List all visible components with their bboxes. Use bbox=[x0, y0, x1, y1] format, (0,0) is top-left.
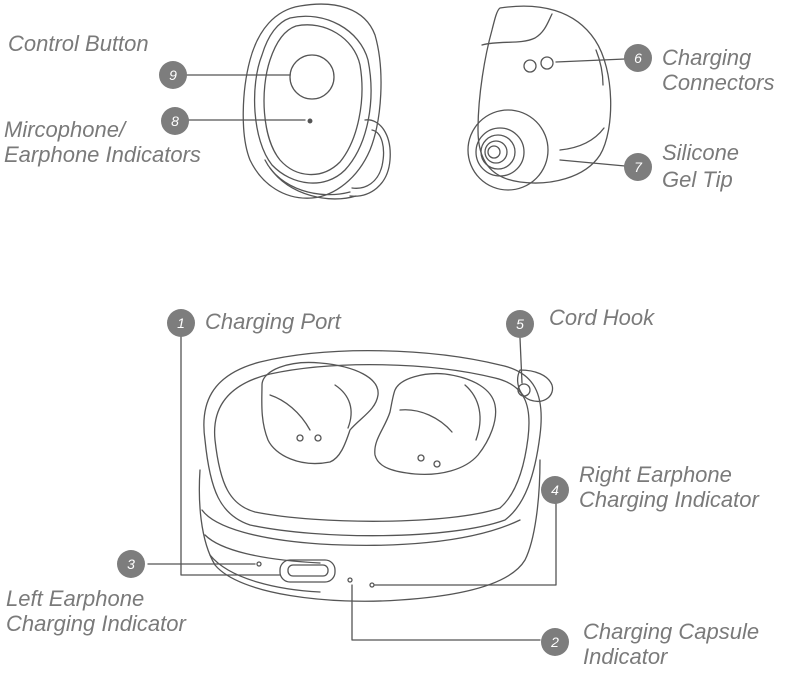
callout-label-7-line1: Silicone bbox=[662, 140, 740, 165]
control-button-illustration bbox=[289, 54, 335, 100]
silicone-tip-outer bbox=[467, 109, 549, 191]
callout-label-6-line1: Charging bbox=[662, 45, 752, 70]
callout-badge-1: 1 bbox=[167, 309, 195, 337]
callout-label-5: Cord Hook bbox=[549, 305, 655, 330]
earbud-front-illustration bbox=[242, 3, 391, 200]
callout-badge-7: 7 bbox=[624, 153, 652, 181]
callout-label-7-line2: Gel Tip bbox=[662, 167, 733, 192]
callout-badge-6: 6 bbox=[624, 44, 652, 72]
callout-label-1: Charging Port bbox=[205, 309, 341, 334]
callout-label-9: Control Button bbox=[8, 31, 149, 56]
callout-label-2-line1: Charging Capsule bbox=[583, 619, 760, 644]
callout-label-3-line2: Charging Indicator bbox=[6, 611, 186, 636]
callout-badge-9: 9 bbox=[159, 61, 187, 89]
callout-label-4-line2: Charging Indicator bbox=[579, 487, 759, 512]
charging-connector-right bbox=[540, 56, 554, 70]
callout-label-3-line1: Left Earphone bbox=[6, 586, 145, 611]
charging-port-illustration bbox=[279, 559, 336, 583]
callout-label-8-line1: Mircophone/ bbox=[4, 117, 126, 142]
callout-label-2-line2: Indicator bbox=[583, 644, 668, 669]
callout-badge-8: 8 bbox=[161, 107, 189, 135]
callout-badge-2: 2 bbox=[541, 628, 569, 656]
callout-badge-4: 4 bbox=[541, 476, 569, 504]
earbud-back-illustration bbox=[467, 5, 612, 191]
leader-lines bbox=[147, 58, 626, 641]
callout-badge-3: 3 bbox=[117, 550, 145, 578]
charging-case-illustration bbox=[198, 350, 554, 602]
callout-label-6-line2: Connectors bbox=[662, 70, 775, 95]
callout-label-8-line2: Earphone Indicators bbox=[4, 142, 201, 167]
callout-badge-5: 5 bbox=[506, 310, 534, 338]
callout-label-4-line1: Right Earphone bbox=[579, 462, 732, 487]
microphone-indicator-dot bbox=[307, 118, 313, 124]
charging-connector-left bbox=[523, 59, 537, 73]
